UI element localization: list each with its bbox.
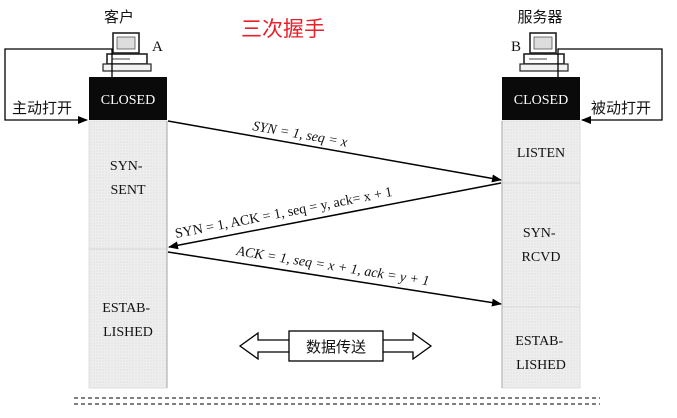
server-state-closed: CLOSED (514, 93, 568, 108)
client-state-syn-sent: SYN- SENT (110, 159, 146, 198)
client-label: 客户 (104, 8, 134, 26)
data-transfer-box (288, 330, 384, 362)
data-transfer-label: 数据传送 (306, 338, 366, 356)
server-closed-block (502, 77, 580, 120)
client-state-closed: CLOSED (101, 93, 155, 108)
passive-open-arrow (557, 48, 663, 124)
server-letter: B (511, 39, 521, 55)
ack-arrow (167, 251, 502, 307)
client-state-established: ESTAB- LISHED (102, 301, 153, 340)
client-closed-block (89, 77, 167, 120)
client-active-open-label: 主动打开 (12, 99, 72, 117)
server-state-established: ESTAB- LISHED (515, 334, 566, 373)
data-transfer-right-arrowhead (381, 331, 433, 361)
diagram-title: 三次握手 (241, 17, 325, 41)
data-transfer-double-arrow (238, 331, 291, 361)
client-letter: A (152, 39, 163, 55)
syn-ack-arrow (168, 182, 502, 250)
server-label: 服务器 (517, 8, 562, 26)
server-state-syn-rcvd: SYN- RCVD (522, 226, 561, 265)
syn-arrow (167, 120, 502, 183)
client-timeline (88, 120, 168, 389)
syn-message-label: SYN = 1, seq = x (251, 119, 349, 151)
computer-icon-client (102, 32, 152, 72)
server-state-listen: LISTEN (517, 146, 565, 161)
computer-icon-server (519, 32, 569, 72)
server-passive-open-label: 被动打开 (591, 99, 651, 117)
active-open-arrow (4, 48, 113, 124)
syn-ack-message-label: SYN = 1, ACK = 1, seq = y, ack= x + 1 (174, 185, 394, 242)
server-timeline (501, 120, 581, 389)
